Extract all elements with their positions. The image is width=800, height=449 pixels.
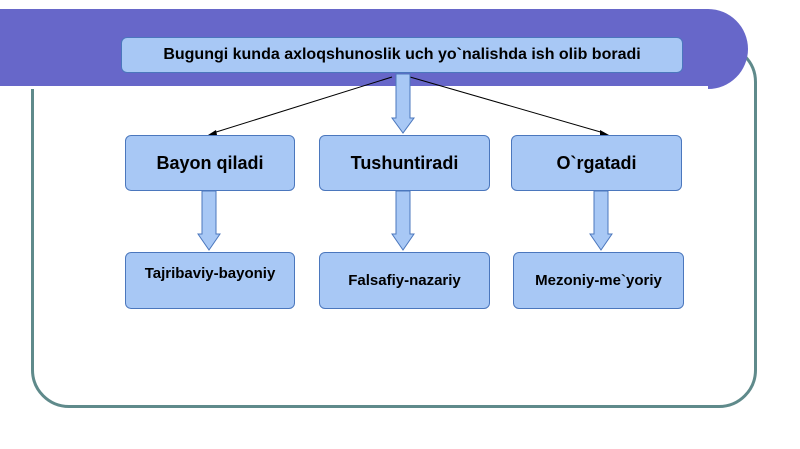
title-box: Bugungi kunda axloqshunoslik uch yo`nali… [121,37,683,73]
sub-box-tajribaviy: Tajribaviy-bayoniy [125,252,295,309]
category-box-orgatadi: O`rgatadi [511,135,682,191]
connector-arrowhead-right [600,130,609,135]
banner-underline [0,86,708,89]
connector-line-right [409,76,605,134]
connector-arrowhead-left [208,130,217,135]
category-box-bayon: Bayon qiladi [125,135,295,191]
sub-box-falsafiy: Falsafiy-nazariy [319,252,490,309]
connector-line-left [212,76,393,134]
block-arrow-right [589,190,613,251]
block-arrow-title-to-middle [391,73,415,134]
category-box-tushuntiradi: Tushuntiradi [319,135,490,191]
content-frame [31,44,757,408]
block-arrow-left [197,190,221,251]
sub-box-mezoniy: Mezoniy-me`yoriy [513,252,684,309]
block-arrow-middle [391,190,415,251]
